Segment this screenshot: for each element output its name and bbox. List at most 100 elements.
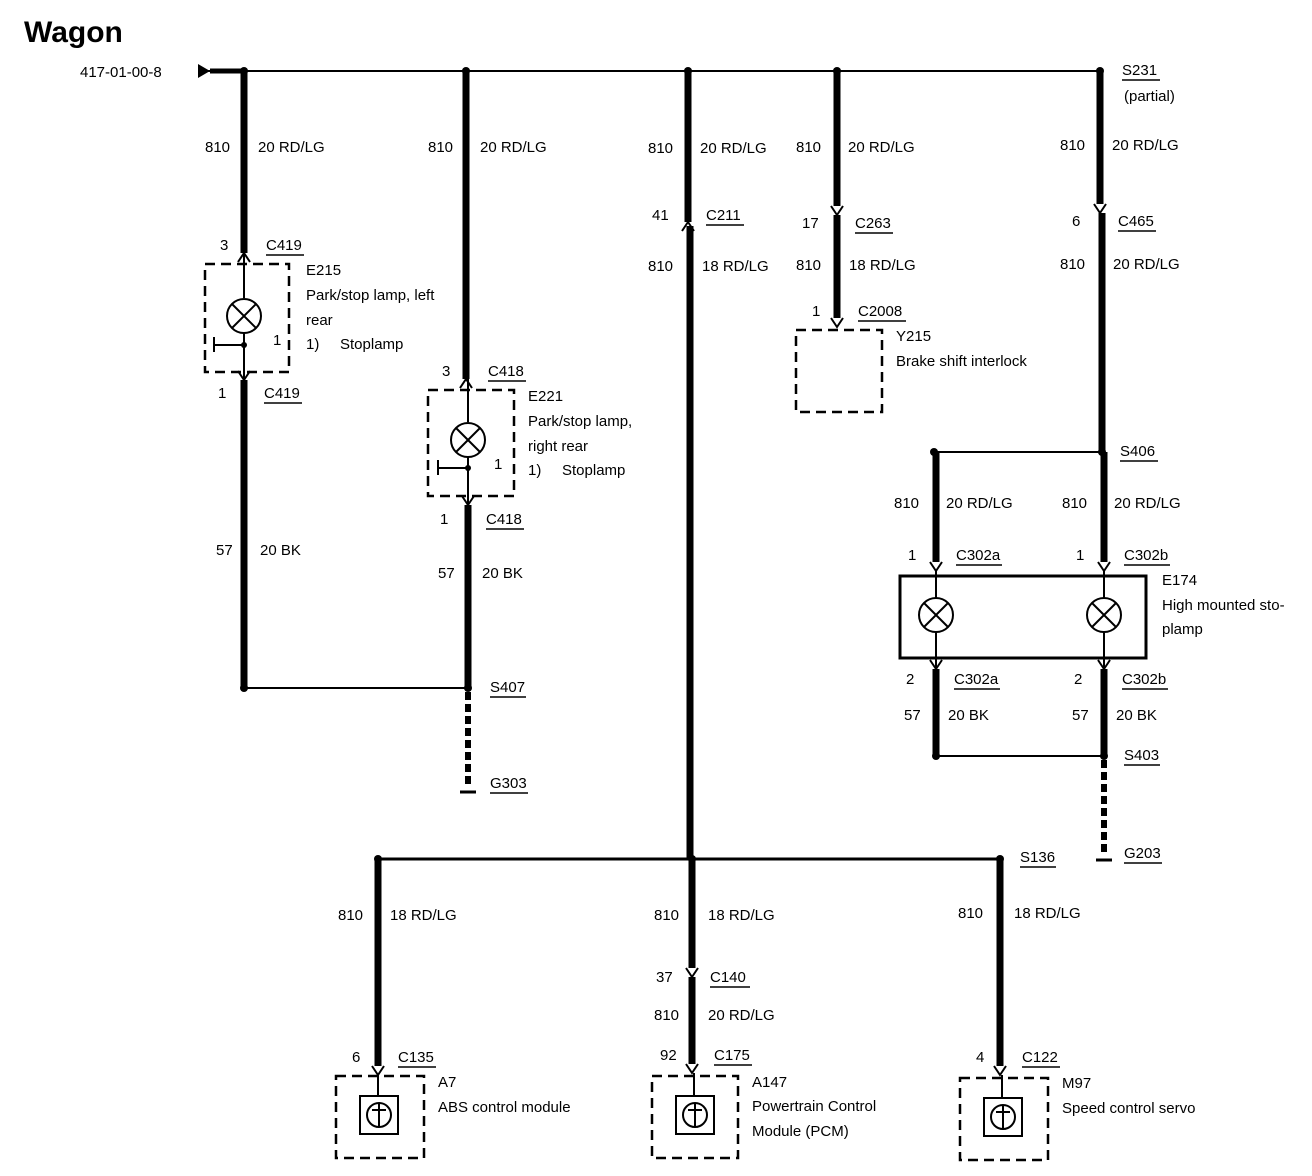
wire-spec: 20 BK	[482, 565, 523, 582]
wire-spec: 20 RD/LG	[480, 139, 547, 156]
connector-c175: C175	[714, 1047, 750, 1064]
junction-dot	[465, 465, 471, 471]
component-a147-id: A147	[752, 1074, 787, 1091]
splice-s407: S407	[490, 679, 525, 696]
connector-c419: C419	[266, 237, 302, 254]
wire-circuit: 810	[654, 907, 679, 924]
transistor-mark	[688, 1103, 702, 1127]
ground-g203: G203	[1124, 845, 1161, 862]
module-icon	[359, 1095, 399, 1135]
wire-circuit: 810	[1060, 256, 1085, 273]
splice-s136: S136	[1020, 849, 1055, 866]
connector-c465: C465	[1118, 213, 1154, 230]
wire-spec: 20 RD/LG	[708, 1007, 775, 1024]
connector-pin: 4	[976, 1049, 984, 1066]
splice-s407-dot	[464, 684, 472, 692]
component-a7-desc: ABS control module	[438, 1099, 571, 1116]
connector-pin: 37	[656, 969, 673, 986]
wire-circuit: 810	[648, 140, 673, 157]
component-a147-desc: Powertrain Control	[752, 1098, 876, 1115]
module-icon	[675, 1095, 715, 1135]
wire-circuit: 810	[796, 139, 821, 156]
note-number: 1)	[528, 462, 541, 479]
wire-spec: 20 BK	[260, 542, 301, 559]
transistor-mark	[372, 1103, 386, 1127]
component-a7-id: A7	[438, 1074, 456, 1091]
connector-pin: 1	[440, 511, 448, 528]
connector-pin: 1	[218, 385, 226, 402]
component-e215-id: E215	[306, 262, 341, 279]
connector-c140: C140	[710, 969, 746, 986]
lamp-cross	[1091, 602, 1117, 628]
component-pin: 1	[273, 332, 281, 349]
wire-spec: 20 RD/LG	[848, 139, 915, 156]
connector-mark	[830, 317, 844, 329]
connector-pin: 2	[906, 671, 914, 688]
connector-mark	[1093, 203, 1107, 215]
wire-spec: 18 RD/LG	[708, 907, 775, 924]
wire-circuit: 810	[205, 139, 230, 156]
connector-c302b: C302b	[1122, 671, 1166, 688]
connector-pin: 17	[802, 215, 819, 232]
connector-c302b: C302b	[1124, 547, 1168, 564]
component-box-a7	[334, 1074, 426, 1160]
wire-circuit: 57	[1072, 707, 1089, 724]
wire-circuit: 810	[796, 257, 821, 274]
component-pin: 1	[494, 456, 502, 473]
wire-spec: 18 RD/LG	[1014, 905, 1081, 922]
component-y215-desc: Brake shift interlock	[896, 353, 1027, 370]
connector-pin: 6	[1072, 213, 1080, 230]
lamp-cross	[231, 303, 257, 329]
connector-pin: 3	[442, 363, 450, 380]
component-m97-id: M97	[1062, 1075, 1091, 1092]
splice-s231: S231	[1122, 62, 1157, 79]
ground-g303: G303	[490, 775, 527, 792]
connector-mark	[371, 1065, 385, 1077]
wire-circuit: 810	[958, 905, 983, 922]
note-number: 1)	[306, 336, 319, 353]
transistor-mark	[996, 1105, 1010, 1129]
wire-spec: 20 BK	[948, 707, 989, 724]
connector-pin: 1	[812, 303, 820, 320]
component-e221-desc: right rear	[528, 438, 588, 455]
connector-mark	[929, 561, 943, 573]
splice-s231-note: (partial)	[1124, 88, 1175, 105]
connector-c302a: C302a	[956, 547, 1001, 564]
wire-circuit: 810	[428, 139, 453, 156]
component-a147-desc: Module (PCM)	[752, 1123, 849, 1140]
component-m97-desc: Speed control servo	[1062, 1100, 1195, 1117]
connector-c263: C263	[855, 215, 891, 232]
wire-circuit: 810	[648, 258, 673, 275]
connector-pin: 41	[652, 207, 669, 224]
connector-pin: 3	[220, 237, 228, 254]
component-box-y215	[794, 328, 884, 414]
component-e221-desc: Park/stop lamp,	[528, 413, 632, 430]
wire-spec: 18 RD/LG	[390, 907, 457, 924]
component-e221-id: E221	[528, 388, 563, 405]
wire-spec: 20 RD/LG	[258, 139, 325, 156]
wire-spec: 20 RD/LG	[700, 140, 767, 157]
wire-spec: 20 RD/LG	[946, 495, 1013, 512]
wire-spec: 20 BK	[1116, 707, 1157, 724]
wire-circuit: 57	[438, 565, 455, 582]
wire-spec: 18 RD/LG	[702, 258, 769, 275]
lamp-cross	[923, 602, 949, 628]
junction-dot	[241, 342, 247, 348]
connector-c418: C418	[486, 511, 522, 528]
component-y215-id: Y215	[896, 328, 931, 345]
splice-s406: S406	[1120, 443, 1155, 460]
connector-c2008: C2008	[858, 303, 902, 320]
page-reference: 417-01-00-8	[80, 64, 162, 81]
connector-c419: C419	[264, 385, 300, 402]
wire-circuit: 57	[904, 707, 921, 724]
component-e215-desc: rear	[306, 312, 333, 329]
connector-mark	[459, 377, 473, 389]
connector-c135: C135	[398, 1049, 434, 1066]
wire-spec: 20 RD/LG	[1114, 495, 1181, 512]
wire-spec: 20 RD/LG	[1112, 137, 1179, 154]
connector-mark	[993, 1065, 1007, 1077]
wire-circuit: 810	[1060, 137, 1085, 154]
page-title: Wagon	[24, 16, 123, 49]
connector-pin: 2	[1074, 671, 1082, 688]
connector-mark	[685, 967, 699, 979]
